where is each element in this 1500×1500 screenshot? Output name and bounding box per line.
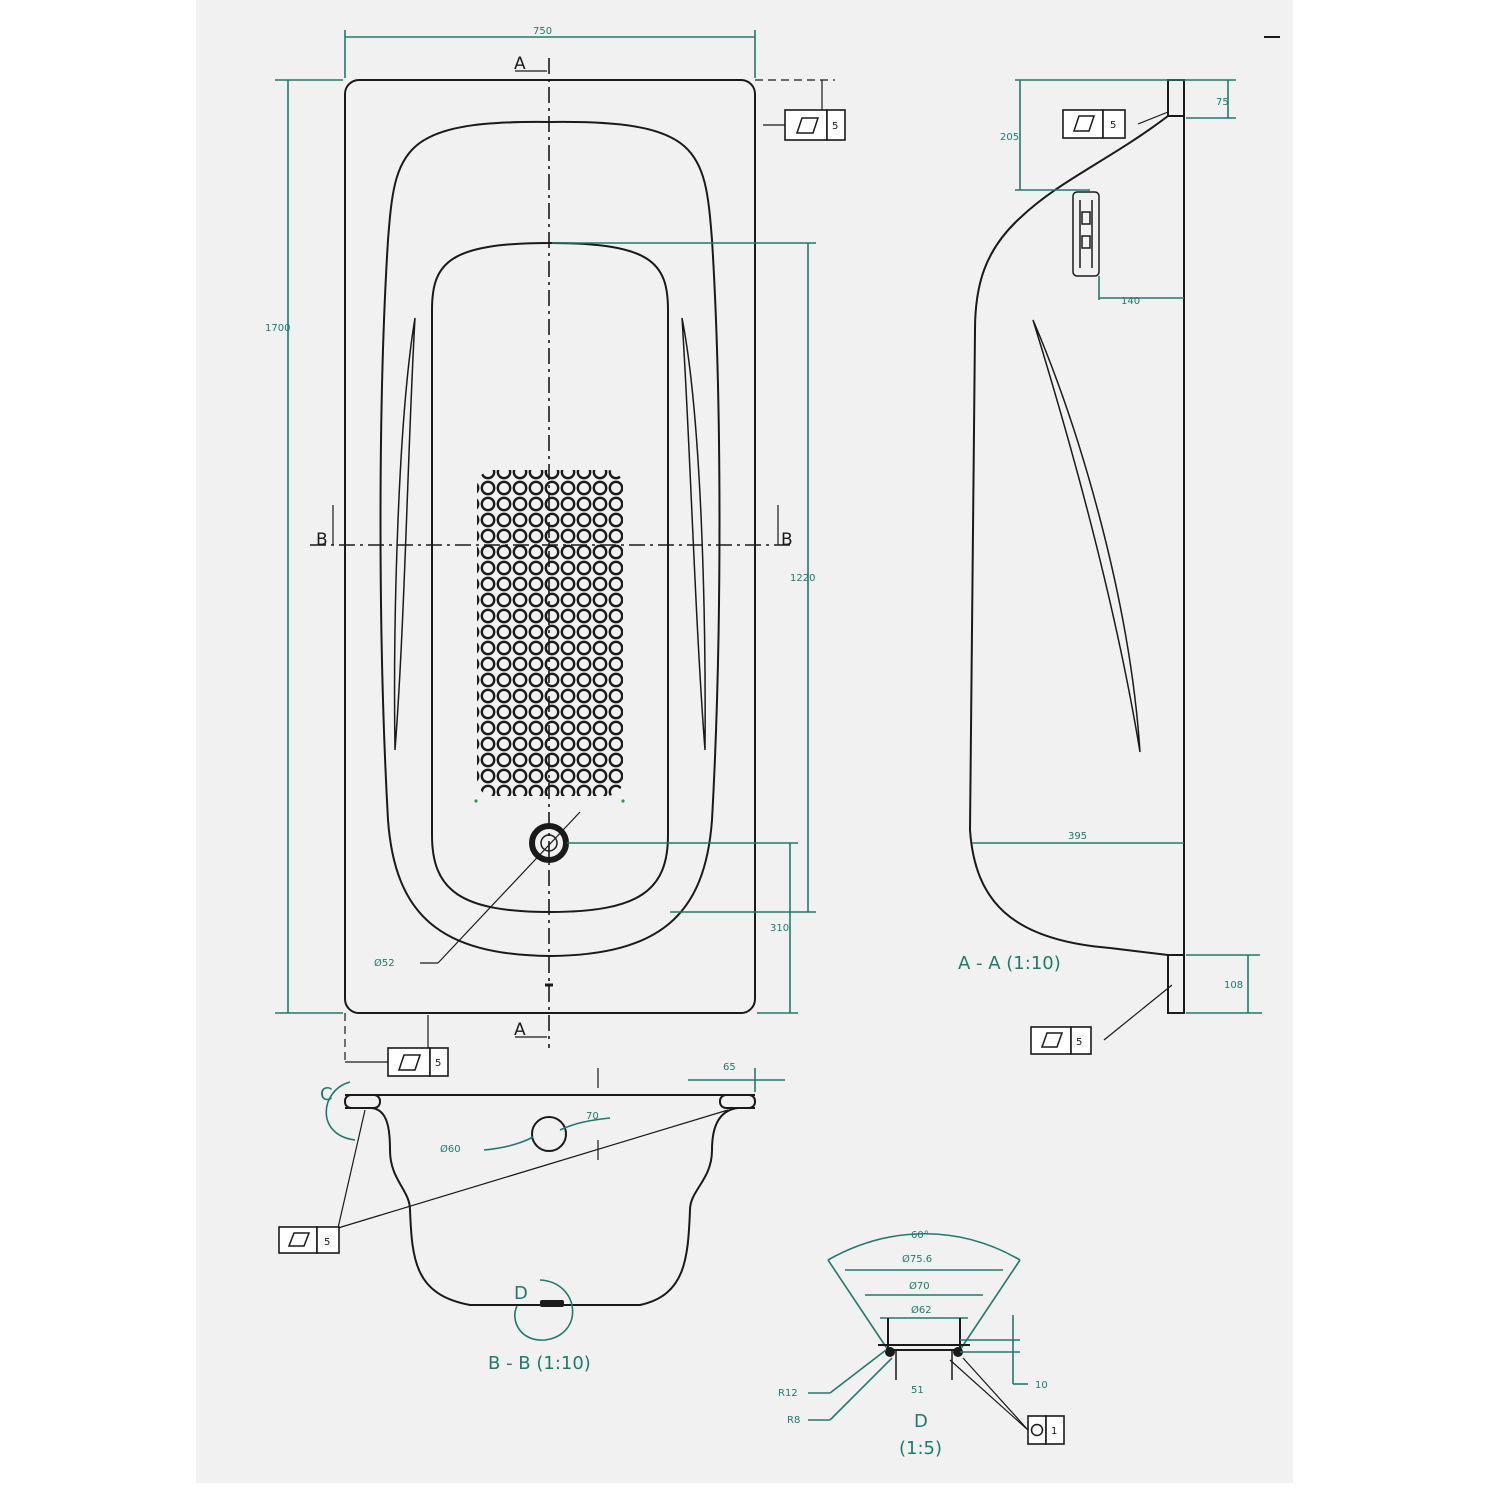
section-a-a-view: 205 75 140 395 108 A - A (1:10) 5 5 [958,79,1262,1055]
detail-d-view: 60° Ø75.6 Ø70 Ø62 10 51 R12 R8 D (1:5) [778,1230,1065,1459]
dim-rim-75: 75 [1216,97,1229,108]
flatness-icon [287,1232,311,1247]
flatness-symbol-bottom: 5 [387,1047,449,1077]
section-a-top-label: A [514,54,526,74]
dim-10: 10 [1035,1380,1048,1391]
dim-r12: R12 [778,1388,798,1399]
tub-bottom-outline [431,241,669,914]
svg-text:C: C [320,1084,333,1105]
position-icon [1030,1423,1044,1437]
tub-outer-rim [344,79,756,1014]
dim-angle-60: 60° [911,1230,929,1241]
dim-overflow-dia: Ø60 [440,1143,461,1155]
section-a-bottom-label: A [514,1020,526,1040]
corner-mark [1264,36,1280,38]
flatness-symbol-side-bottom: 5 [1030,984,1173,1055]
detail-c-marker: C [320,1081,356,1141]
svg-text:5: 5 [832,121,838,132]
dim-overflow-70: 70 [586,1111,599,1122]
rim-bottom [1167,954,1185,1014]
rim-top [1167,79,1185,117]
section-b-right-label: B [781,530,793,550]
svg-text:D: D [514,1283,528,1304]
section-b-left-label: B [316,530,328,550]
svg-text:5: 5 [1110,120,1116,131]
dim-62: Ø62 [911,1304,932,1316]
section-aa-title: A - A (1:10) [958,953,1061,974]
dim-75-6: Ø75.6 [902,1253,932,1265]
flatness-symbol-bb: 5 [278,1226,340,1254]
svg-text:5: 5 [435,1058,441,1069]
svg-text:5: 5 [324,1237,330,1248]
position-symbol: 1 [1027,1415,1065,1445]
svg-text:1: 1 [1051,1426,1057,1437]
dim-rim-108: 108 [1224,980,1243,991]
plan-view: 750 1700 1220 310 Ø52 A A B B [265,26,846,1077]
flatness-icon [1040,1032,1064,1048]
overflow-hole [531,1116,567,1152]
svg-text:5: 5 [1076,1037,1082,1048]
drain-flange [887,1318,961,1351]
overflow-bracket [1072,191,1100,277]
dim-r8: R8 [787,1415,800,1426]
dim-rim-65: 65 [723,1062,736,1073]
tub-inner-edge [379,120,721,958]
dim-drain-offset: 310 [770,923,789,934]
dim-overflow-offset: 205 [1000,132,1019,143]
dim-depth-395: 395 [1068,831,1087,842]
drawing-sheet [196,0,1293,1483]
anti-slip-pattern [477,470,623,796]
detail-d-title: D [914,1411,928,1432]
flatness-symbol-top: 5 [784,109,846,141]
dim-drain-dia: Ø52 [374,957,395,969]
flatness-symbol-side-top: 5 [1062,109,1169,139]
flatness-icon [1072,115,1096,132]
tub-profile [968,115,1169,956]
dim-inner-length: 1220 [790,573,815,584]
dim-70: Ø70 [909,1280,930,1292]
section-bb-title: B - B (1:10) [488,1353,591,1374]
right-armrest [681,317,706,751]
section-b-b-view: 70 Ø60 65 C D B - B (1:10) 5 [278,1062,785,1374]
armrest-profile [1032,319,1141,753]
dim-width: 750 [533,26,552,37]
dim-51: 51 [911,1385,924,1396]
detail-d-scale: (1:5) [899,1438,942,1459]
dim-bracket-140: 140 [1121,296,1140,307]
left-armrest [393,317,416,751]
detail-d-marker: D [514,1279,574,1341]
flatness-icon [397,1054,422,1071]
flatness-icon [795,117,820,134]
tub-cross-section [345,1107,755,1306]
dim-length: 1700 [265,323,290,334]
